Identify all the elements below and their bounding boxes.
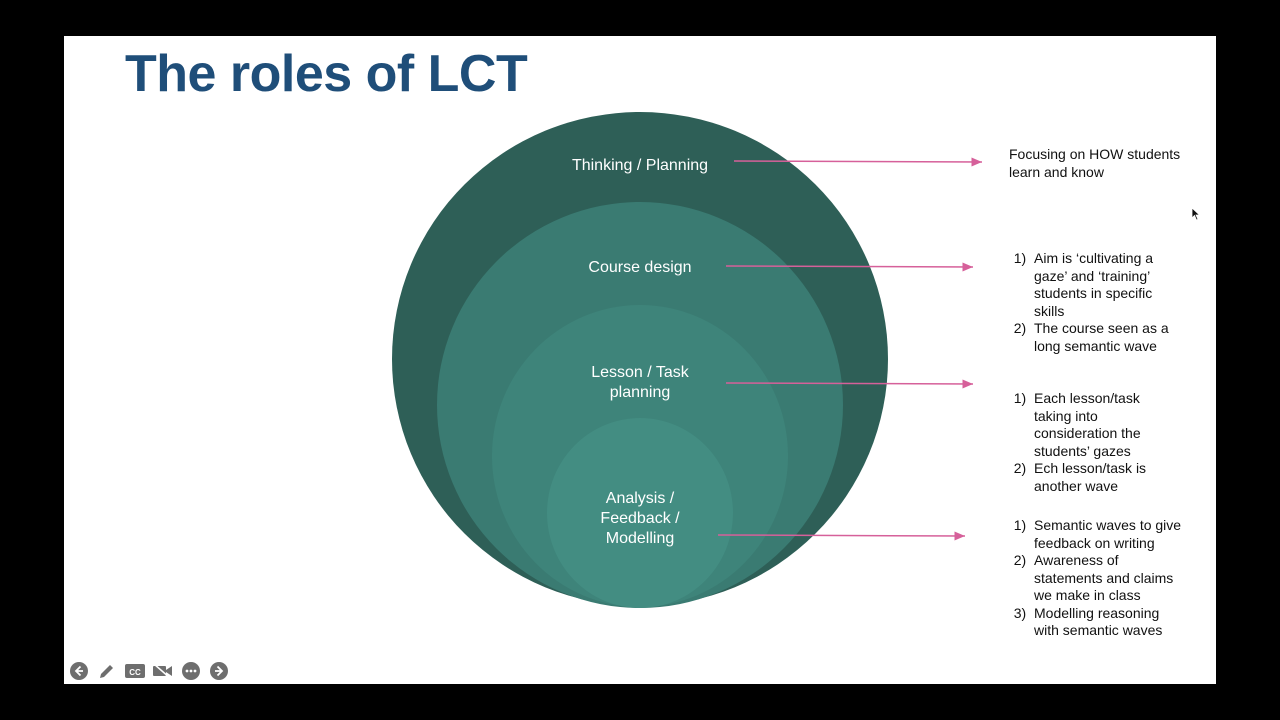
nested-circles-diagram: [392, 112, 983, 608]
arrow-thinking: [733, 157, 983, 167]
note-lesson-item: Each lesson/task taking into considerati…: [1034, 390, 1178, 460]
note-analysis-item: Awareness of statements and claims we ma…: [1034, 552, 1188, 605]
note-course: Aim is ‘cultivating a gaze’ and ‘trainin…: [1013, 250, 1178, 355]
video-off-icon[interactable]: [152, 660, 174, 682]
note-thinking: Focusing on HOW students learn and know: [1009, 146, 1184, 181]
more-options-icon[interactable]: [180, 660, 202, 682]
arrow-analysis: [717, 531, 966, 541]
arrow-lesson: [725, 379, 974, 389]
label-course-design: Course design: [588, 259, 692, 276]
arrow-course: [725, 262, 974, 272]
note-thinking-text: Focusing on HOW students learn and know: [1009, 146, 1181, 180]
note-course-item: Aim is ‘cultivating a gaze’ and ‘trainin…: [1034, 250, 1178, 320]
label-thinking-planning: Thinking / Planning: [571, 157, 709, 174]
circle-analysis: [547, 418, 733, 608]
previous-slide-icon[interactable]: [68, 660, 90, 682]
note-analysis: Semantic waves to give feedback on writi…: [1013, 517, 1188, 640]
closed-captions-icon[interactable]: CC: [124, 660, 146, 682]
presentation-controls: CC: [68, 660, 230, 682]
svg-text:CC: CC: [129, 668, 141, 677]
slide-title: The roles of LCT: [125, 45, 528, 103]
next-slide-icon[interactable]: [208, 660, 230, 682]
note-course-item: The course seen as a long semantic wave: [1034, 320, 1178, 355]
note-analysis-item: Modelling reasoning with semantic waves: [1034, 605, 1188, 640]
label-lesson-task: Lesson / Task planning: [591, 364, 689, 401]
note-lesson-item: Ech lesson/task is another wave: [1034, 460, 1178, 495]
mouse-cursor-icon: [1191, 207, 1201, 221]
note-analysis-item: Semantic waves to give feedback on writi…: [1034, 517, 1188, 552]
note-lesson: Each lesson/task taking into considerati…: [1013, 390, 1178, 495]
pen-icon[interactable]: [96, 660, 118, 682]
slide: The roles of LCT Thinking / Planning Cou…: [64, 36, 1216, 684]
label-analysis: Analysis / Feedback / Modelling: [600, 490, 680, 547]
